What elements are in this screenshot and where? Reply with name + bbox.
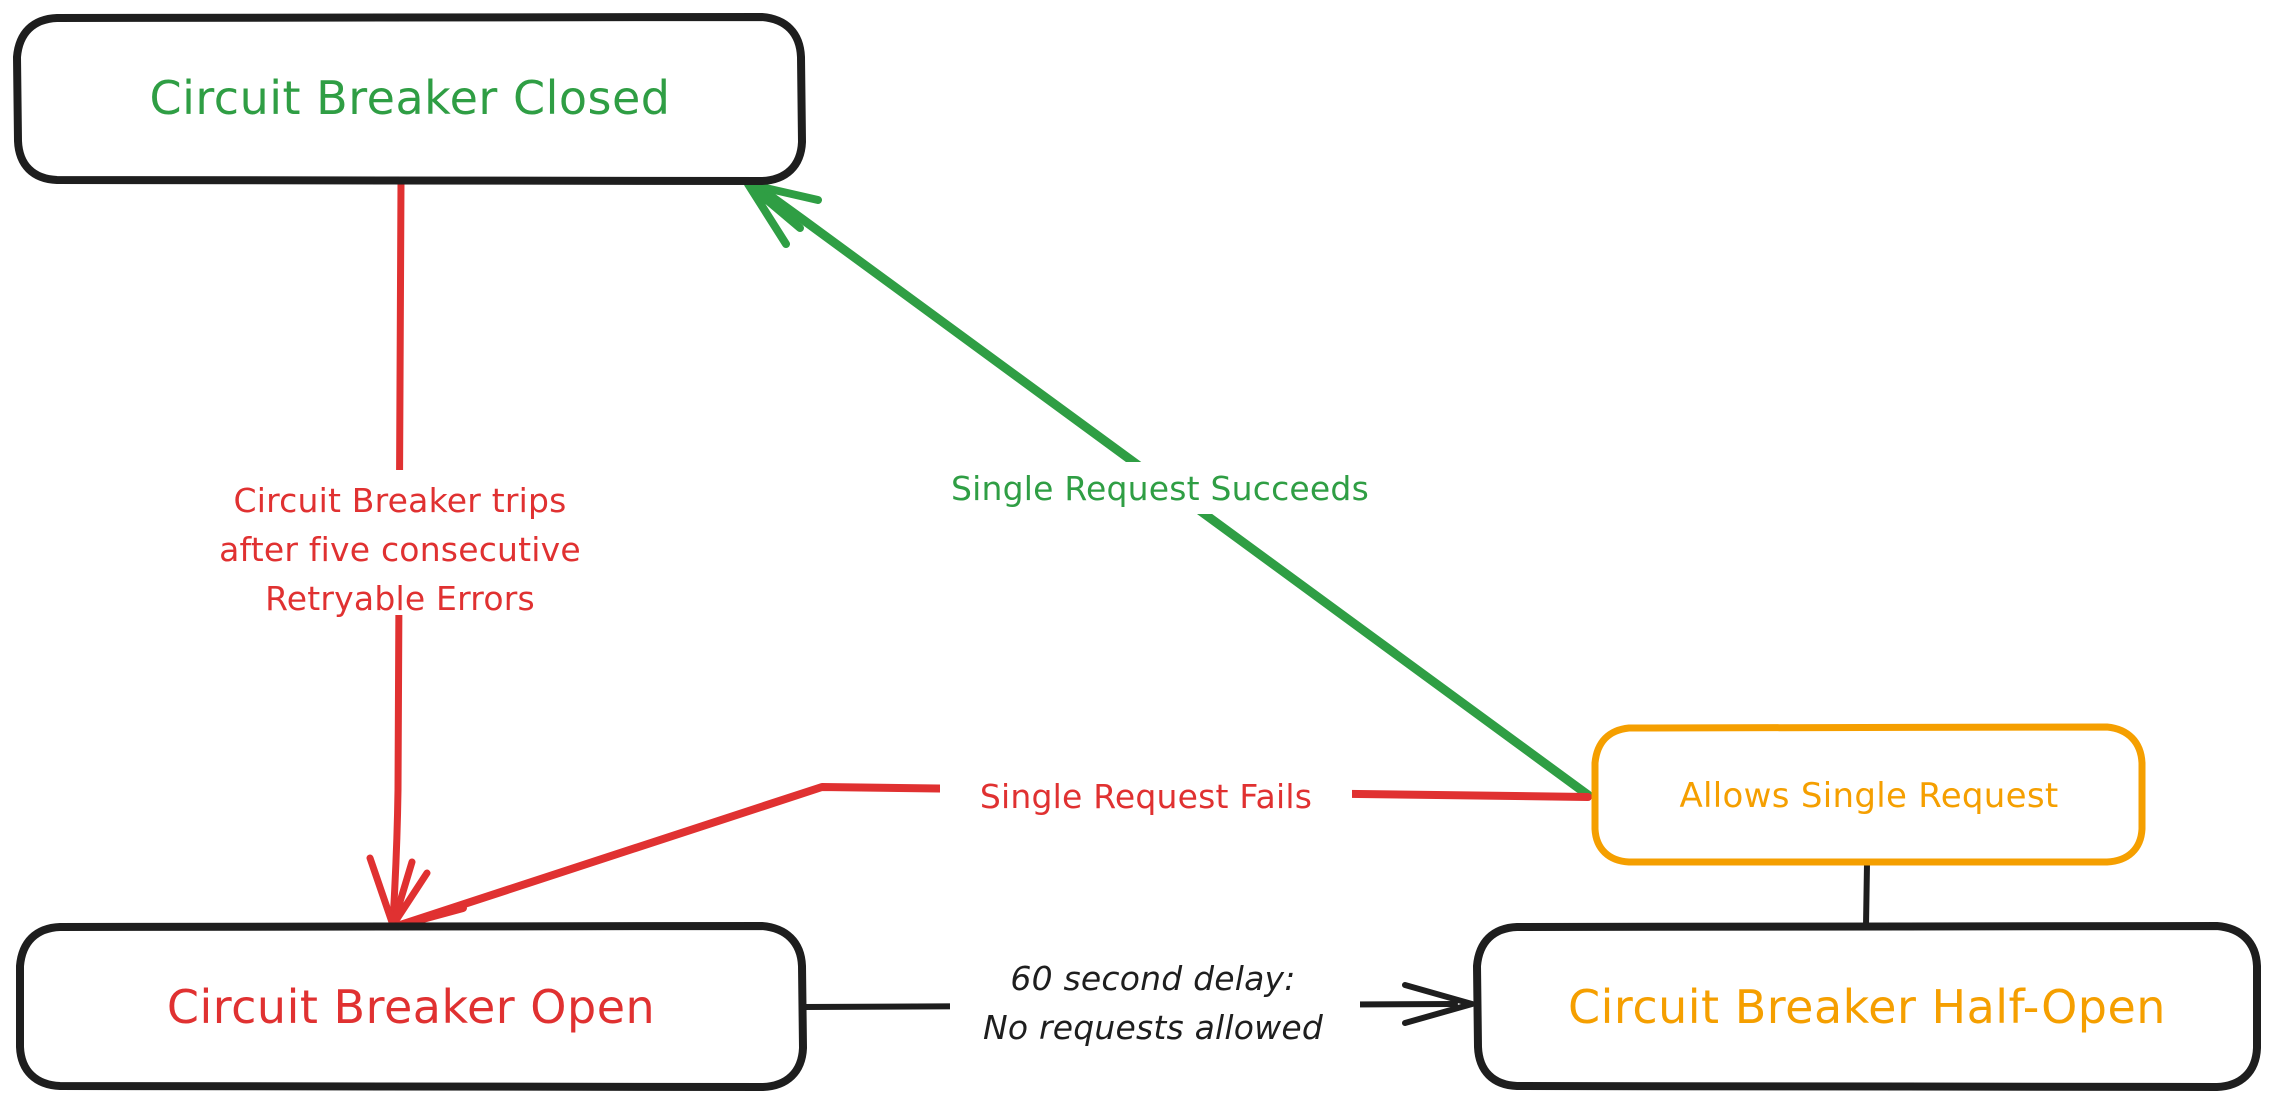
edge-label-closed-to-open-line-2: after five consecutive <box>219 530 581 569</box>
edge-allows-to-halfopen-line <box>1863 861 1870 929</box>
edge-label-allows-to-open: Single Request Fails <box>940 772 1352 820</box>
edge-closed-to-open[interactable] <box>366 178 431 929</box>
edge-label-allows-to-open-text: Single Request Fails <box>980 777 1312 816</box>
edge-allows-to-closed-line <box>757 185 1593 800</box>
edge-allows-to-halfopen[interactable] <box>1863 861 1870 929</box>
edge-label-open-to-halfopen: 60 second delay: No requests allowed <box>950 948 1360 1060</box>
edge-closed-to-open-arrowhead <box>366 854 431 929</box>
node-allows-label: Allows Single Request <box>1679 776 2058 816</box>
edge-label-allows-to-closed-text: Single Request Succeeds <box>951 469 1369 508</box>
edge-label-closed-to-open-line-3: Retryable Errors <box>265 579 535 618</box>
edge-label-closed-to-open: Circuit Breaker trips after five consecu… <box>180 470 620 618</box>
node-halfopen-label: Circuit Breaker Half-Open <box>1568 980 2166 1034</box>
edge-label-open-to-halfopen-line-1: 60 second delay: <box>1010 959 1295 998</box>
edge-allows-to-closed[interactable] <box>744 180 1593 800</box>
edge-label-allows-to-closed: Single Request Succeeds <box>915 462 1405 514</box>
node-circuit-breaker-open[interactable]: Circuit Breaker Open <box>16 922 807 1091</box>
edge-label-allows-to-open-bg <box>940 772 1352 820</box>
node-allows-single-request[interactable]: Allows Single Request <box>1591 723 2146 866</box>
node-open-label: Circuit Breaker Open <box>167 980 655 1034</box>
node-closed-label: Circuit Breaker Closed <box>150 71 671 125</box>
edge-label-closed-to-open-line-1: Circuit Breaker trips <box>233 481 566 520</box>
node-allows-border <box>1591 723 2146 866</box>
node-halfopen-border <box>1473 922 2261 1091</box>
edge-label-open-to-halfopen-bg <box>950 948 1360 1060</box>
edge-label-closed-to-open-bg <box>180 470 620 615</box>
edge-label-allows-to-closed-bg <box>915 462 1405 514</box>
edge-closed-to-open-line <box>389 178 405 926</box>
node-closed-border <box>13 13 806 185</box>
edge-label-open-to-halfopen-line-2: No requests allowed <box>983 1008 1324 1047</box>
node-circuit-breaker-half-open[interactable]: Circuit Breaker Half-Open <box>1473 922 2261 1091</box>
edge-allows-to-closed-arrowhead <box>744 180 822 248</box>
node-open-border <box>16 922 807 1091</box>
edge-open-to-halfopen-arrowhead <box>1402 982 1475 1026</box>
node-circuit-breaker-closed[interactable]: Circuit Breaker Closed <box>13 13 806 185</box>
